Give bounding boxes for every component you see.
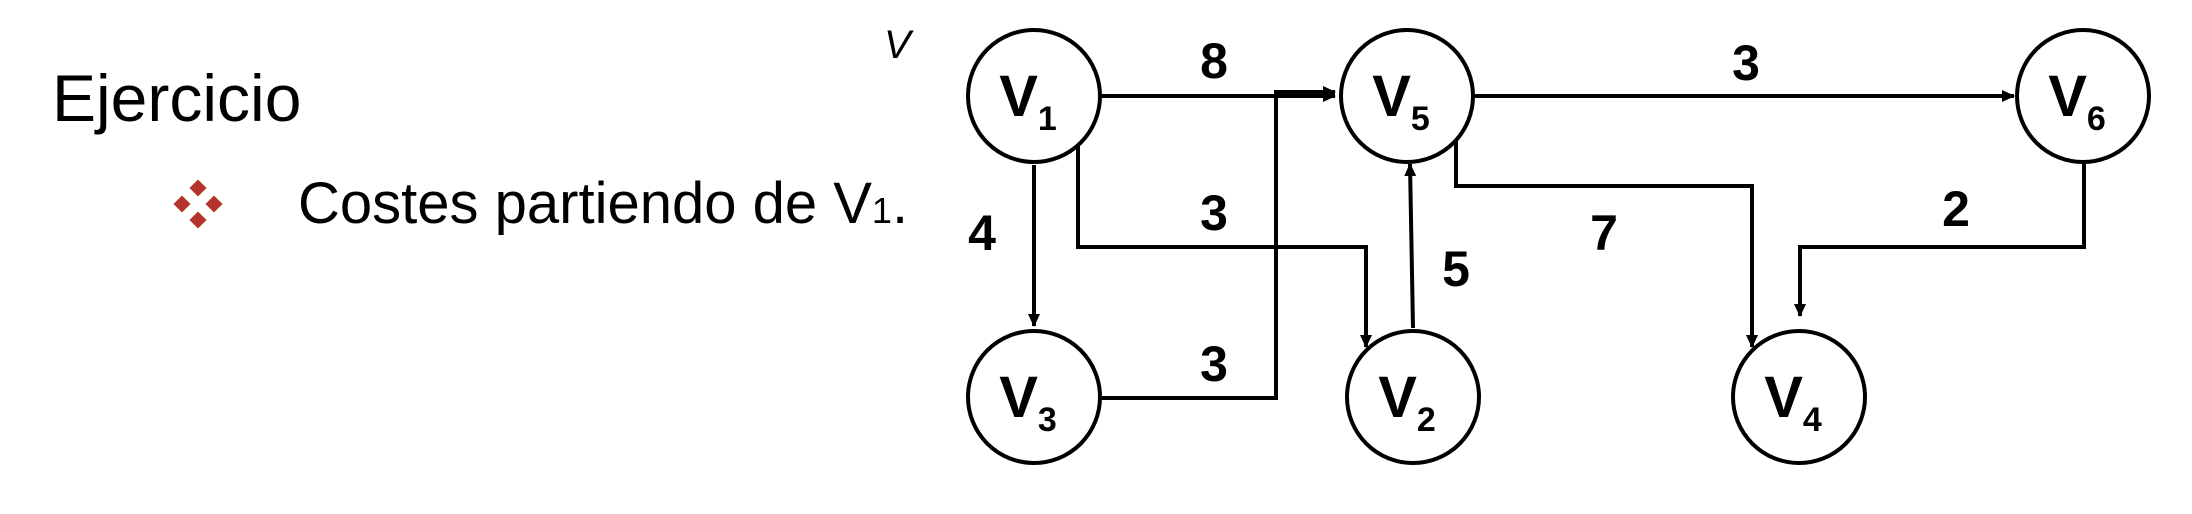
edge-cost-label: 8 — [1200, 33, 1228, 89]
bullet-trailing: . — [891, 171, 909, 236]
graph-node: V5 — [1339, 28, 1475, 164]
svg-text:V5: V5 — [1372, 64, 1430, 138]
node-subscript: 6 — [2087, 100, 2106, 138]
svg-text:V1: V1 — [999, 64, 1057, 138]
node-letter: V — [999, 64, 1038, 129]
node-subscript: 1 — [1038, 100, 1057, 138]
svg-text:V3: V3 — [999, 365, 1057, 439]
node-letter: V — [1378, 365, 1417, 430]
edge-cost-label: 3 — [1732, 35, 1760, 91]
bullet-text: Costes partiendo de V — [298, 171, 872, 236]
svg-text:V6: V6 — [2048, 64, 2106, 138]
graph-node: V3 — [966, 329, 1102, 465]
edge-v3-v5 — [1100, 86, 1336, 400]
diamond-cluster-icon — [173, 179, 223, 228]
edge-cost-label: 7 — [1590, 205, 1618, 261]
node-letter: V — [1372, 64, 1411, 129]
node-subscript: 5 — [1411, 100, 1430, 138]
slide-title: Ejercicio — [52, 61, 302, 135]
bullet-subscript: 1 — [871, 190, 892, 231]
svg-text:V4: V4 — [1764, 365, 1822, 439]
graph-node: V6 — [2015, 28, 2151, 164]
edge-cost-label: 3 — [1200, 336, 1228, 392]
node-letter: V — [1764, 365, 1803, 430]
node-subscript: 3 — [1038, 401, 1057, 439]
node-subscript: 4 — [1803, 401, 1822, 439]
graph-node: V2 — [1345, 329, 1481, 465]
node-subscript: 2 — [1417, 401, 1436, 439]
node-letter: V — [999, 365, 1038, 430]
corner-label: V — [884, 23, 914, 67]
edge-cost-label: 3 — [1200, 185, 1228, 241]
graph-node: V1 — [966, 28, 1102, 164]
svg-text:V2: V2 — [1378, 365, 1436, 439]
graph-node: V4 — [1731, 329, 1867, 465]
edge-v6-v4 — [1794, 164, 2086, 317]
edge-v2-v5 — [1404, 163, 1417, 329]
edge-v1-v2 — [1076, 140, 1372, 348]
edge-cost-label: 2 — [1942, 181, 1970, 237]
edge-v5-v4 — [1454, 140, 1758, 348]
edge-cost-label: 5 — [1442, 241, 1470, 297]
node-letter: V — [2048, 64, 2087, 129]
edge-cost-label: 4 — [968, 205, 996, 261]
